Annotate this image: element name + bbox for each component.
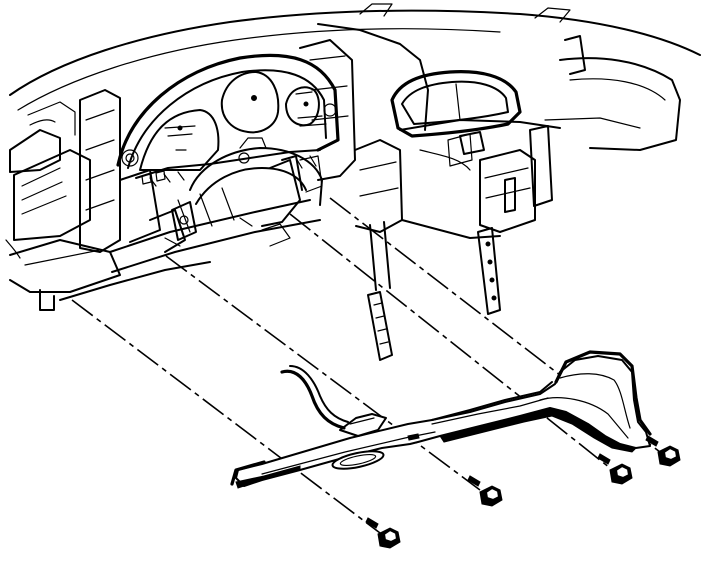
- left-gauge: [139, 109, 220, 171]
- instrument-panel-carrier: [5, 3, 701, 361]
- alignment-line-2: [165, 255, 481, 491]
- alignment-line-3: [289, 213, 611, 469]
- instrument-cluster-housing: [116, 53, 340, 187]
- panel-slot: [407, 433, 420, 441]
- alignment-line-1: [71, 299, 385, 537]
- panel-mounting-tab: [339, 413, 387, 437]
- center-gauge: [220, 71, 280, 134]
- right-gauge: [285, 86, 320, 127]
- knee-bolster-panel: [230, 350, 652, 489]
- mounting-bolt-4: [645, 435, 681, 467]
- panel-oval-opening: [331, 450, 385, 470]
- hud-display-housing: [390, 70, 522, 155]
- panel-wire-lead: [280, 369, 346, 430]
- mounting-bolt-3: [597, 453, 633, 485]
- mounting-bolt-1: [365, 517, 401, 549]
- mounting-bolt-2: [467, 475, 503, 507]
- steering-column-opening: [171, 137, 323, 247]
